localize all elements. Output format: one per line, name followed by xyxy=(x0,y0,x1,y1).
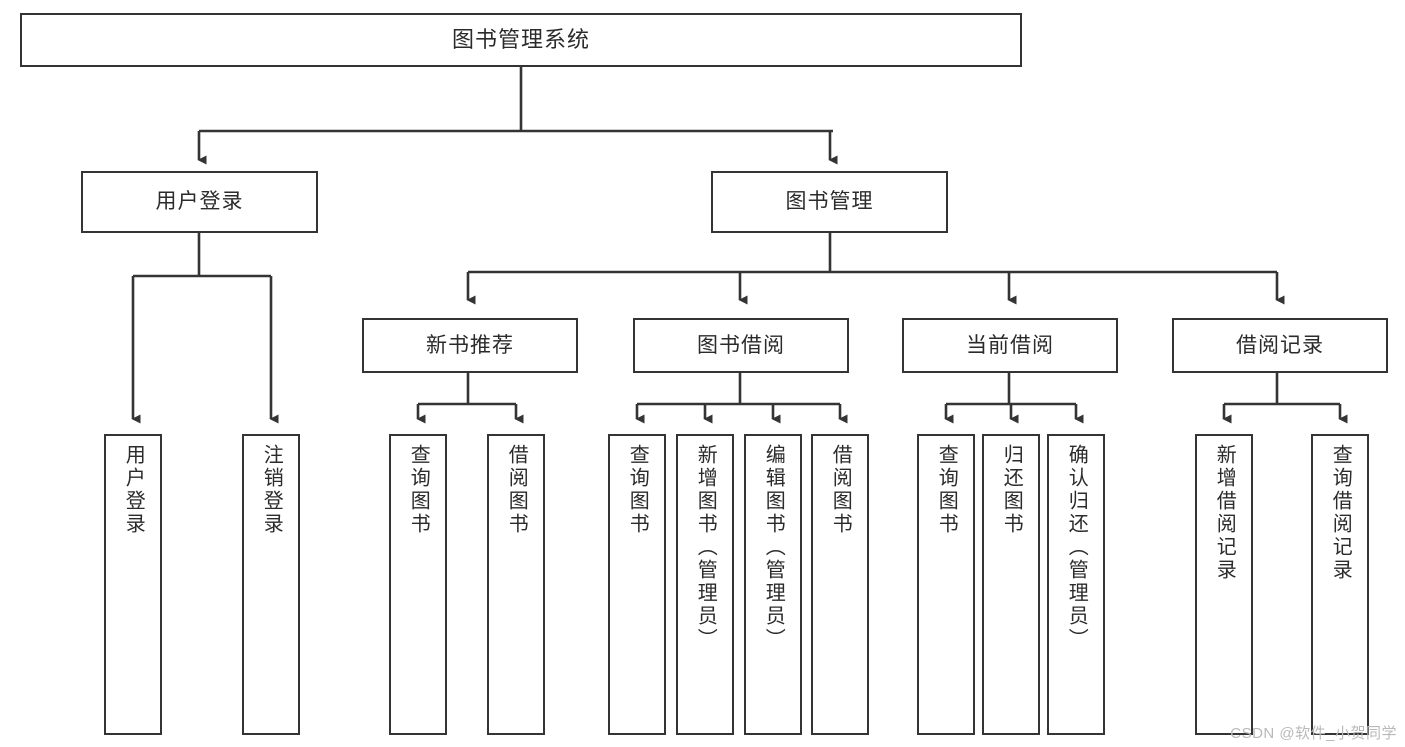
leaf-label: 注销登录 xyxy=(260,444,283,536)
leaf-label: 新增图书（管理员） xyxy=(694,444,717,651)
node-current-borrow[interactable]: 当前借阅 xyxy=(902,318,1118,373)
leaf-user-login-logout[interactable]: 注销登录 xyxy=(242,434,300,735)
leaf-borrow-borrow-book[interactable]: 借阅图书 xyxy=(811,434,869,735)
node-borrow-record[interactable]: 借阅记录 xyxy=(1172,318,1388,373)
leaf-borrow-query-book[interactable]: 查询图书 xyxy=(608,434,666,735)
leaf-user-login-login[interactable]: 用户登录 xyxy=(104,434,162,735)
node-label: 用户登录 xyxy=(155,190,244,214)
node-label: 图书管理 xyxy=(785,190,874,214)
leaf-label: 借阅图书 xyxy=(505,444,528,536)
leaf-current-confirm-return-admin[interactable]: 确认归还（管理员） xyxy=(1047,434,1105,735)
leaf-current-query-book[interactable]: 查询图书 xyxy=(917,434,975,735)
leaf-borrow-add-book-admin[interactable]: 新增图书（管理员） xyxy=(676,434,734,735)
leaf-label: 查询借阅记录 xyxy=(1329,444,1352,582)
node-book-borrow[interactable]: 图书借阅 xyxy=(633,318,849,373)
leaf-borrow-edit-book-admin[interactable]: 编辑图书（管理员） xyxy=(744,434,802,735)
node-label: 新书推荐 xyxy=(426,333,514,357)
leaf-label: 确认归还（管理员） xyxy=(1065,444,1088,651)
node-new-book-recommend[interactable]: 新书推荐 xyxy=(362,318,578,373)
leaf-recommend-query-book[interactable]: 查询图书 xyxy=(389,434,447,735)
node-user-login[interactable]: 用户登录 xyxy=(81,171,318,233)
leaf-label: 查询图书 xyxy=(407,444,430,536)
node-label: 当前借阅 xyxy=(966,333,1054,357)
leaf-current-return-book[interactable]: 归还图书 xyxy=(982,434,1040,735)
node-label: 图书管理系统 xyxy=(451,26,590,52)
node-label: 借阅记录 xyxy=(1236,333,1324,357)
leaf-label: 用户登录 xyxy=(122,444,145,536)
leaf-label: 新增借阅记录 xyxy=(1213,444,1236,582)
leaf-label: 查询图书 xyxy=(935,444,958,536)
node-label: 图书借阅 xyxy=(697,333,785,357)
leaf-record-query-record[interactable]: 查询借阅记录 xyxy=(1311,434,1369,735)
leaf-record-add-record[interactable]: 新增借阅记录 xyxy=(1195,434,1253,735)
leaf-label: 归还图书 xyxy=(1000,444,1023,536)
leaf-label: 借阅图书 xyxy=(829,444,852,536)
leaf-label: 编辑图书（管理员） xyxy=(762,444,785,651)
leaf-label: 查询图书 xyxy=(626,444,649,536)
node-book-management[interactable]: 图书管理 xyxy=(711,171,948,233)
watermark-text: CSDN @软件_小贺同学 xyxy=(1230,725,1397,742)
leaf-recommend-borrow-book[interactable]: 借阅图书 xyxy=(487,434,545,735)
node-root-system[interactable]: 图书管理系统 xyxy=(20,13,1022,67)
